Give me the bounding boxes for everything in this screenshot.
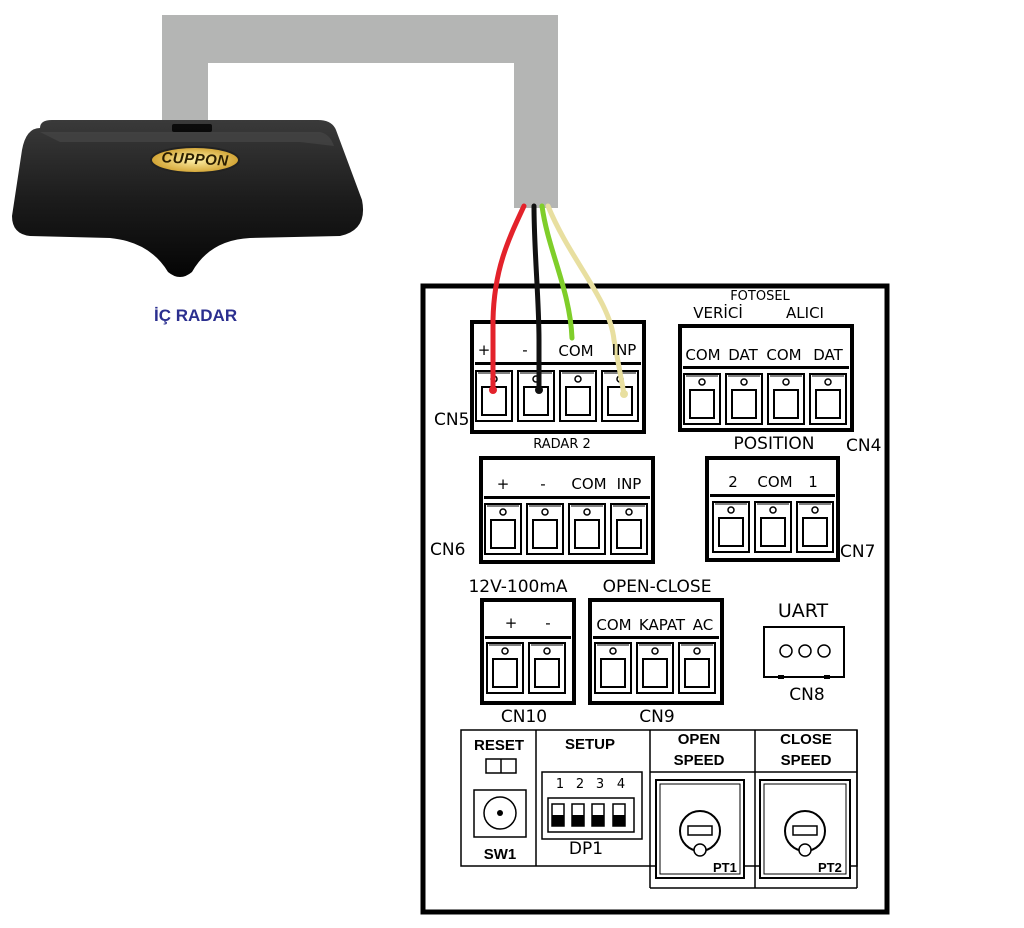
pt1-potentiometer: [655, 779, 745, 879]
terminal-cell: [517, 370, 555, 422]
cn9-pin-label: AC: [692, 616, 714, 634]
terminal-cell: [559, 370, 597, 422]
dip-number: 2: [575, 777, 585, 792]
terminal-cell: [712, 501, 750, 553]
brand-text: CUPPON: [161, 149, 229, 170]
cn10-pin-label: -: [545, 614, 551, 632]
cn4-name: CN4: [846, 436, 882, 456]
cn4-pin-label: COM: [766, 346, 802, 364]
pt2-potentiometer: [759, 779, 851, 879]
uart-pin: [779, 644, 793, 658]
cn4-group-title: FOTOSEL: [730, 289, 790, 304]
cn10-title: 12V-100mA: [468, 577, 568, 597]
dip-number: 4: [616, 777, 626, 792]
setup-title: SETUP: [564, 736, 616, 753]
dip-switch: [541, 771, 643, 840]
cn8-uart-connector: [763, 626, 845, 679]
close-speed-title-line2: SPEED: [780, 752, 832, 769]
cn7-pin-label: 2: [728, 473, 738, 491]
terminal-cell: [526, 503, 564, 555]
cn6-pin-label: -: [540, 475, 546, 493]
cn4-pin-label: COM: [685, 346, 721, 364]
open-speed-title-line1: OPEN: [677, 731, 721, 748]
open-speed-title-line2: SPEED: [673, 752, 725, 769]
terminal-cell: [725, 373, 763, 425]
green-wire: [539, 203, 575, 341]
cn7-pin-label: 1: [808, 473, 818, 491]
black-wire: [531, 203, 542, 393]
dp1-name: DP1: [568, 839, 604, 859]
radar-device: [12, 120, 364, 277]
terminal-cell: [484, 503, 522, 555]
pt1-name: PT1: [713, 860, 737, 875]
cn9-pin-label: COM: [596, 616, 632, 634]
cable: [162, 15, 558, 208]
cn8-title: UART: [777, 600, 829, 622]
terminal-cell: [594, 642, 632, 694]
terminal-cell: [486, 642, 524, 694]
red-wire: [490, 203, 527, 393]
cn6-pin-label: +: [496, 475, 510, 493]
cn10-pin-label: +: [504, 614, 518, 632]
cn8-name: CN8: [789, 685, 825, 705]
cn6-pin-label: COM: [571, 475, 607, 493]
cn4-sub-left: VERİCİ: [693, 304, 743, 322]
terminal-cell: [767, 373, 805, 425]
cn6-pin-label: INP: [616, 475, 642, 493]
uart-pin: [817, 644, 831, 658]
reset-title: RESET: [473, 737, 525, 754]
reset-switch: [473, 758, 527, 838]
cn7-name: CN7: [840, 542, 876, 562]
radar-caption: İÇ RADAR: [154, 306, 238, 325]
cn9-pin-label: KAPAT: [638, 616, 686, 634]
cn10-name: CN10: [500, 707, 548, 727]
cn4-pin-label: DAT: [728, 346, 758, 364]
terminal-cell: [636, 642, 674, 694]
uart-pin: [798, 644, 812, 658]
dip-number: 1: [555, 777, 565, 792]
terminal-cell: [796, 501, 834, 553]
terminal-cell: [568, 503, 606, 555]
terminal-cell: [809, 373, 847, 425]
terminal-cell: [683, 373, 721, 425]
cn5-pin-label: COM: [558, 342, 594, 360]
close-speed-title-line1: CLOSE: [780, 731, 832, 748]
dip-toggle: [591, 803, 605, 827]
wires: [489, 203, 628, 398]
cn7-title: POSITION: [733, 434, 815, 454]
terminal-cell: [528, 642, 566, 694]
terminal-cell: [754, 501, 792, 553]
dip-toggle: [571, 803, 585, 827]
cn9-title: OPEN-CLOSE: [602, 577, 712, 597]
cn4-sub-right: ALICI: [786, 304, 824, 322]
terminal-cell: [678, 642, 716, 694]
cream-wire: [545, 203, 627, 397]
dip-toggle: [551, 803, 565, 827]
brand-logo: [150, 146, 240, 174]
terminal-cell: [610, 503, 648, 555]
cn5-name: CN5: [434, 410, 470, 430]
cn6-name: CN6: [430, 540, 466, 560]
cn5-pin-label: +: [477, 341, 491, 359]
cn4-pin-label: DAT: [813, 346, 843, 364]
cn6-title: RADAR 2: [533, 437, 591, 452]
cn7-pin-label: COM: [757, 473, 793, 491]
pt2-name: PT2: [818, 860, 842, 875]
cn5-pin-label: -: [522, 341, 528, 359]
sw1-name: SW1: [483, 846, 517, 863]
cn9-name: CN9: [639, 707, 675, 727]
dip-number: 3: [595, 777, 605, 792]
cn5-pin-label: INP: [611, 341, 637, 359]
dip-toggle: [612, 803, 626, 827]
